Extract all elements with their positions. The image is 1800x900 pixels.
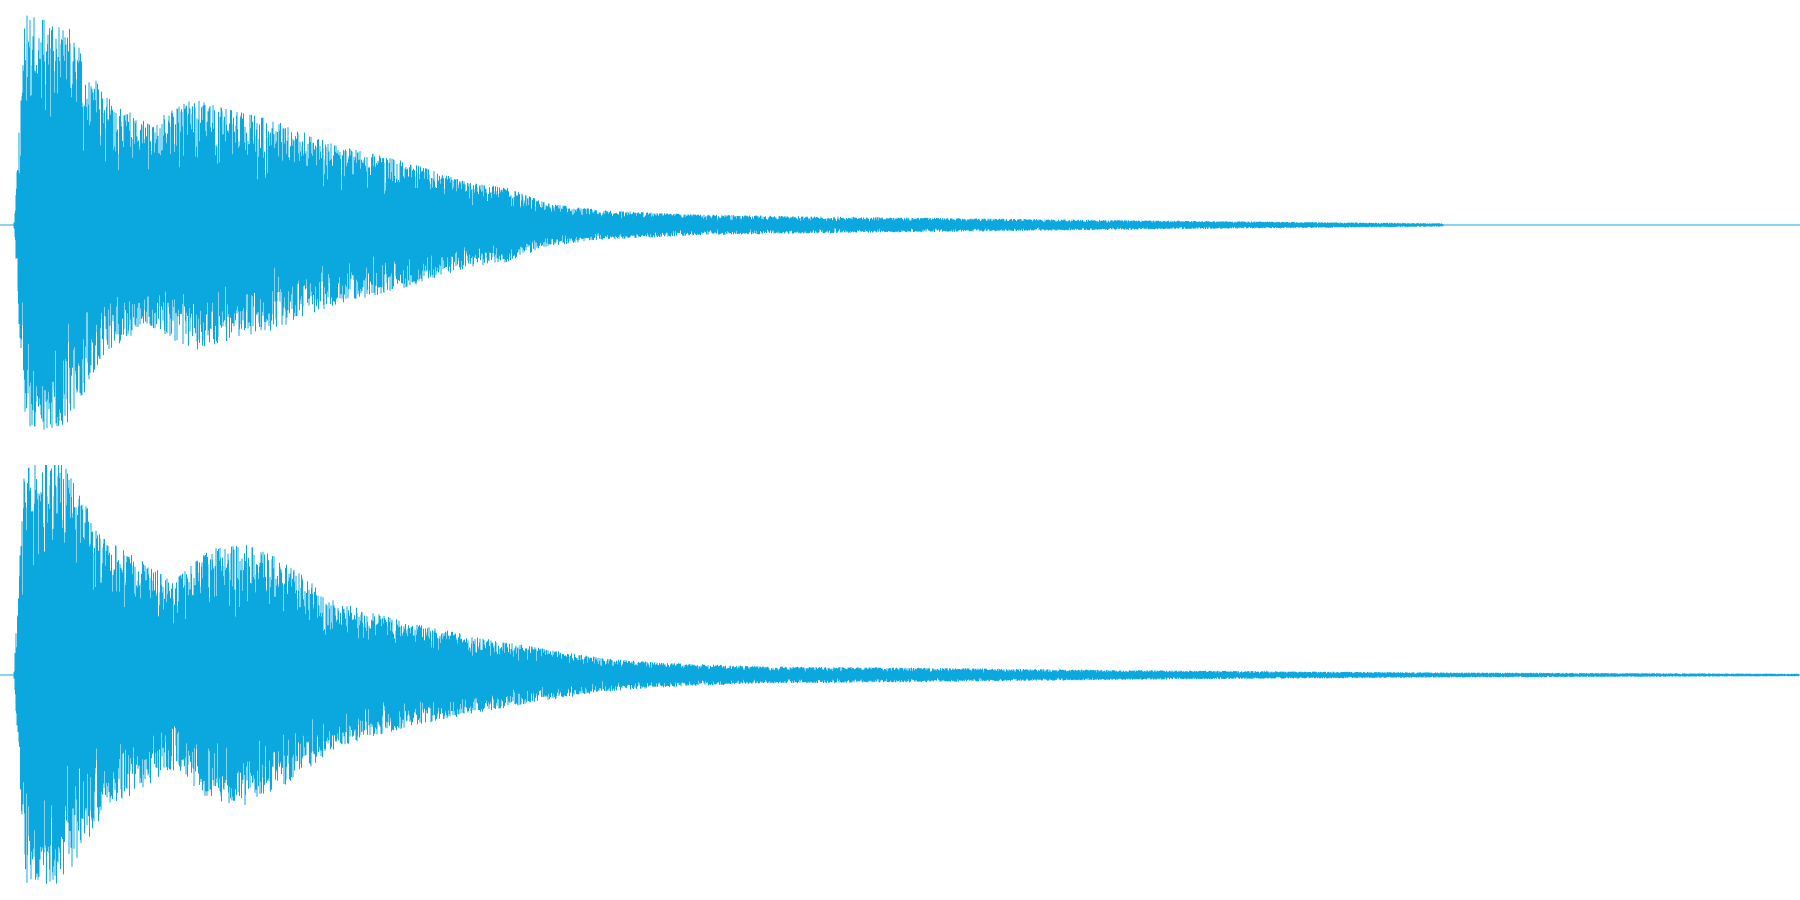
channel-right-waveform <box>0 450 1800 900</box>
channel-left-waveform <box>0 15 1800 430</box>
right-channel-svg <box>0 465 1800 884</box>
left-waveform-path <box>13 15 1445 430</box>
left-channel-svg <box>0 15 1800 430</box>
right-waveform-path <box>13 465 1799 884</box>
